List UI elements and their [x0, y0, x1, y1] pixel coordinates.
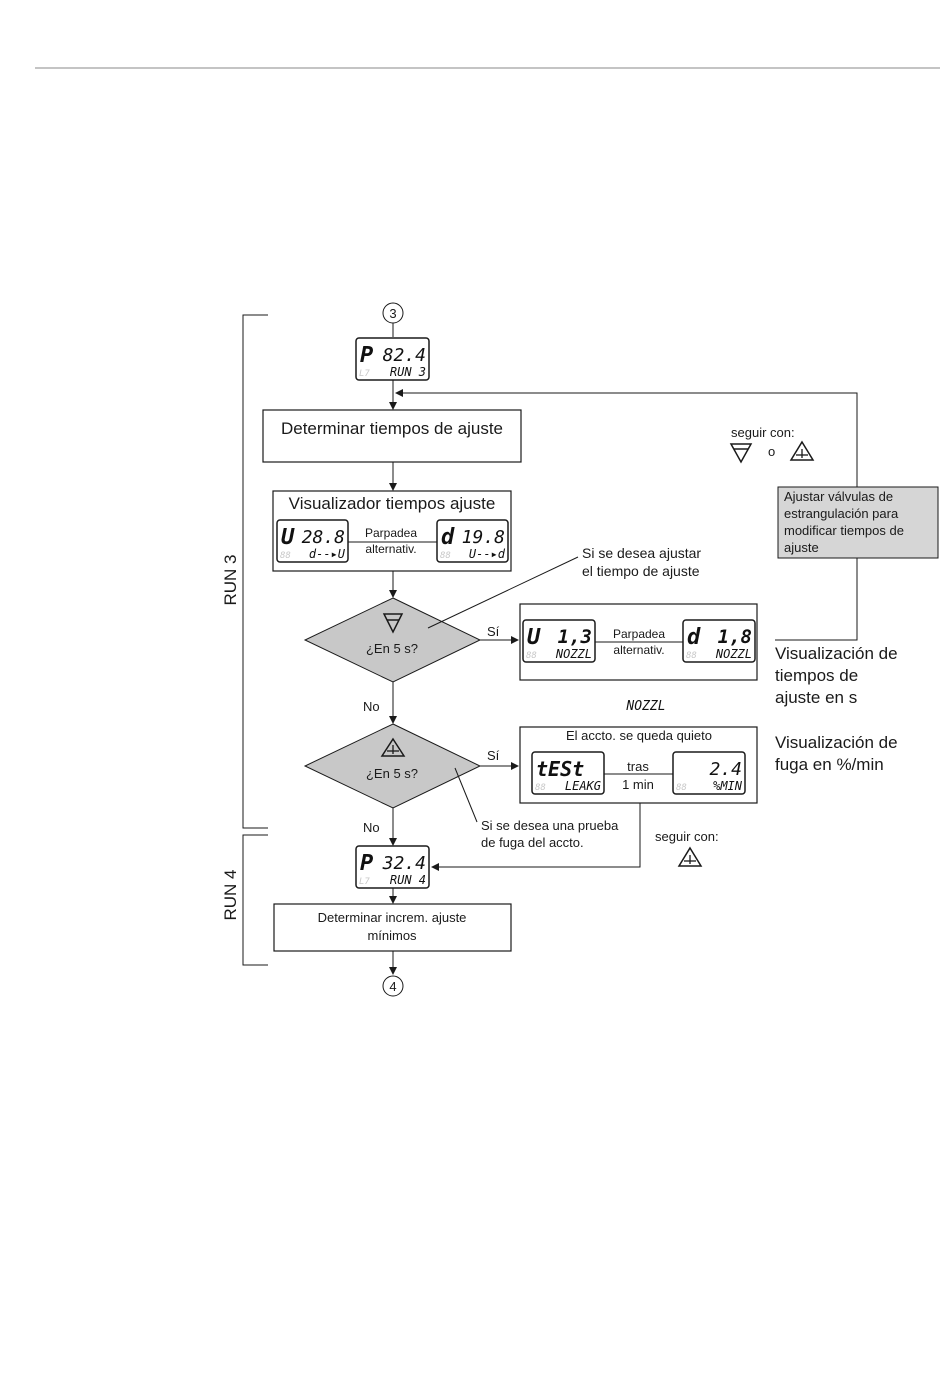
vis-tiempos-line2: tiempos de	[775, 666, 858, 685]
lcd-run3: P 82.4 L7 RUN 3	[355, 337, 430, 381]
decision-1-no: No	[363, 699, 380, 714]
lcd-u-nozzl-value: 1,3	[558, 626, 592, 648]
run3-bracket	[242, 314, 268, 829]
decision-1: ¿En 5 s?	[303, 597, 482, 683]
lcd-u-nozzl-sub: NOZZL	[555, 647, 592, 661]
decision-2: ¿En 5 s?	[303, 723, 482, 809]
nozzl-blink-2: alternativ.	[613, 643, 664, 657]
box-valvulas-line3: modificar tiempos de	[784, 523, 904, 538]
lcd-leak-rate-sub-dim: 88	[676, 783, 687, 793]
lcd-d-nozzl: d 1,8 88 NOZZL	[682, 619, 756, 663]
box-valvulas-line4: ajuste	[784, 540, 819, 555]
lcd-d-nozzl-sub: NOZZL	[715, 647, 752, 661]
nozzl-label: NOZZL	[625, 699, 665, 714]
box-visualizador-title: Visualizador tiempos ajuste	[289, 494, 496, 513]
run4-label: RUN 4	[221, 869, 240, 920]
down-key-icon	[382, 613, 404, 634]
lcd-u-travel-value: 28.8	[302, 527, 345, 548]
lcd-u-travel: U 28.8 88 d--▸U	[276, 519, 349, 563]
lcd-run4: P 32.4 L7 RUN 4	[355, 845, 430, 889]
lcd-run4-sub-dim: L7	[359, 877, 370, 887]
run4-bracket	[242, 834, 268, 966]
decision-1-question: ¿En 5 s?	[366, 641, 418, 656]
nozzl-blink-1: Parpadea	[613, 627, 665, 641]
seguir-bottom-label: seguir con:	[655, 829, 719, 844]
lcd-leak-rate: 2.4 88 %MIN	[672, 751, 746, 795]
box-determinar: Determinar tiempos de ajuste	[262, 409, 522, 463]
vis-fuga-line2: fuga en %/min	[775, 755, 884, 774]
down-key-icon	[729, 443, 753, 464]
decision-2-question: ¿En 5 s?	[366, 766, 418, 781]
seguir-top-label: seguir con:	[731, 425, 795, 440]
lcd-run4-main: P	[360, 851, 373, 876]
lcd-d-nozzl-main: d	[687, 625, 701, 650]
box-valvulas-line1: Ajustar válvulas de	[784, 489, 893, 504]
box-increm-line2: mínimos	[367, 928, 417, 943]
lcd-u-nozzl-sub-dim: 88	[526, 651, 537, 661]
lcd-u-nozzl: U 1,3 88 NOZZL	[522, 619, 596, 663]
lcd-u-travel-sub-dim: 88	[280, 551, 291, 561]
box-valvulas: Ajustar válvulas de estrangulación para …	[777, 486, 939, 559]
lcd-d-travel-sub-dim: 88	[440, 551, 451, 561]
lcd-test-leak-sub-dim: 88	[535, 783, 546, 793]
box-increm: Determinar increm. ajuste mínimos	[273, 903, 512, 952]
lcd-d-travel: d 19.8 88 U--▸d	[436, 519, 509, 563]
lcd-u-travel-sub: d--▸U	[309, 547, 346, 561]
note-prueba-leader	[454, 767, 478, 823]
lcd-u-travel-main: U	[281, 525, 295, 550]
lcd-test-leak-sub: LEAKG	[565, 779, 601, 793]
lcd-d-nozzl-value: 1,8	[718, 626, 752, 648]
lcd-d-nozzl-sub-dim: 88	[686, 651, 697, 661]
lcd-leak-rate-sub: %MIN	[713, 779, 743, 793]
box-nozzl: U 1,3 88 NOZZL Parpadea alternativ. d 1,…	[519, 603, 758, 681]
lcd-test-leak-main: tESt	[536, 757, 584, 781]
note-ajustar-leader	[427, 556, 579, 629]
lcd-run4-value: 32.4	[382, 853, 426, 874]
box-increm-line1: Determinar increm. ajuste	[318, 910, 467, 925]
box-determinar-text: Determinar tiempos de ajuste	[281, 419, 503, 438]
up-key-icon	[677, 846, 703, 867]
connector-4-label: 4	[389, 979, 396, 994]
lcd-run3-value: 82.4	[383, 345, 426, 366]
vis-tiempos-line1: Visualización de	[775, 644, 898, 663]
lcd-d-travel-value: 19.8	[462, 527, 505, 548]
after-line1: tras	[627, 759, 649, 774]
lcd-run3-sub-dim: L7	[359, 369, 370, 379]
up-key-icon	[789, 440, 815, 461]
box-leak: El accto. se queda quieto tESt 88 LEAKG …	[519, 726, 758, 804]
lcd-test-leak: tESt 88 LEAKG	[531, 751, 605, 795]
lcd-run3-sub: RUN 3	[390, 365, 426, 379]
lcd-leak-rate-value: 2.4	[709, 759, 742, 780]
note-ajustar-line1: Si se desea ajustar	[582, 545, 701, 561]
leak-return-line	[431, 803, 641, 871]
note-ajustar-line2: el tiempo de ajuste	[582, 563, 700, 579]
run3-label: RUN 3	[221, 554, 240, 605]
connector-3-label: 3	[389, 306, 396, 321]
lcd-d-travel-sub: U--▸d	[469, 547, 506, 561]
box-leak-title: El accto. se queda quieto	[566, 728, 712, 743]
lcd-u-nozzl-main: U	[527, 625, 541, 650]
blink-label-1: Parpadea	[365, 526, 417, 540]
vis-fuga-line1: Visualización de	[775, 733, 898, 752]
lcd-d-travel-main: d	[441, 525, 455, 550]
seguir-top-or: o	[768, 444, 775, 459]
note-prueba-line1: Si se desea una prueba	[481, 818, 619, 833]
connector-4	[382, 975, 404, 997]
box-visualizador: Visualizador tiempos ajuste U 28.8 88 d-…	[272, 490, 512, 572]
lcd-run3-main: P	[360, 343, 373, 368]
blink-label-2: alternativ.	[365, 542, 416, 556]
box-valvulas-line2: estrangulación para	[784, 506, 899, 521]
decision-1-yes: Sí	[487, 624, 500, 639]
decision-2-yes: Sí	[487, 748, 500, 763]
after-line2: 1 min	[622, 777, 654, 792]
lcd-run4-sub: RUN 4	[390, 873, 426, 887]
decision-2-no: No	[363, 820, 380, 835]
note-prueba-line2: de fuga del accto.	[481, 835, 584, 850]
vis-tiempos-line3: ajuste en s	[775, 688, 857, 707]
up-key-icon	[380, 737, 406, 757]
